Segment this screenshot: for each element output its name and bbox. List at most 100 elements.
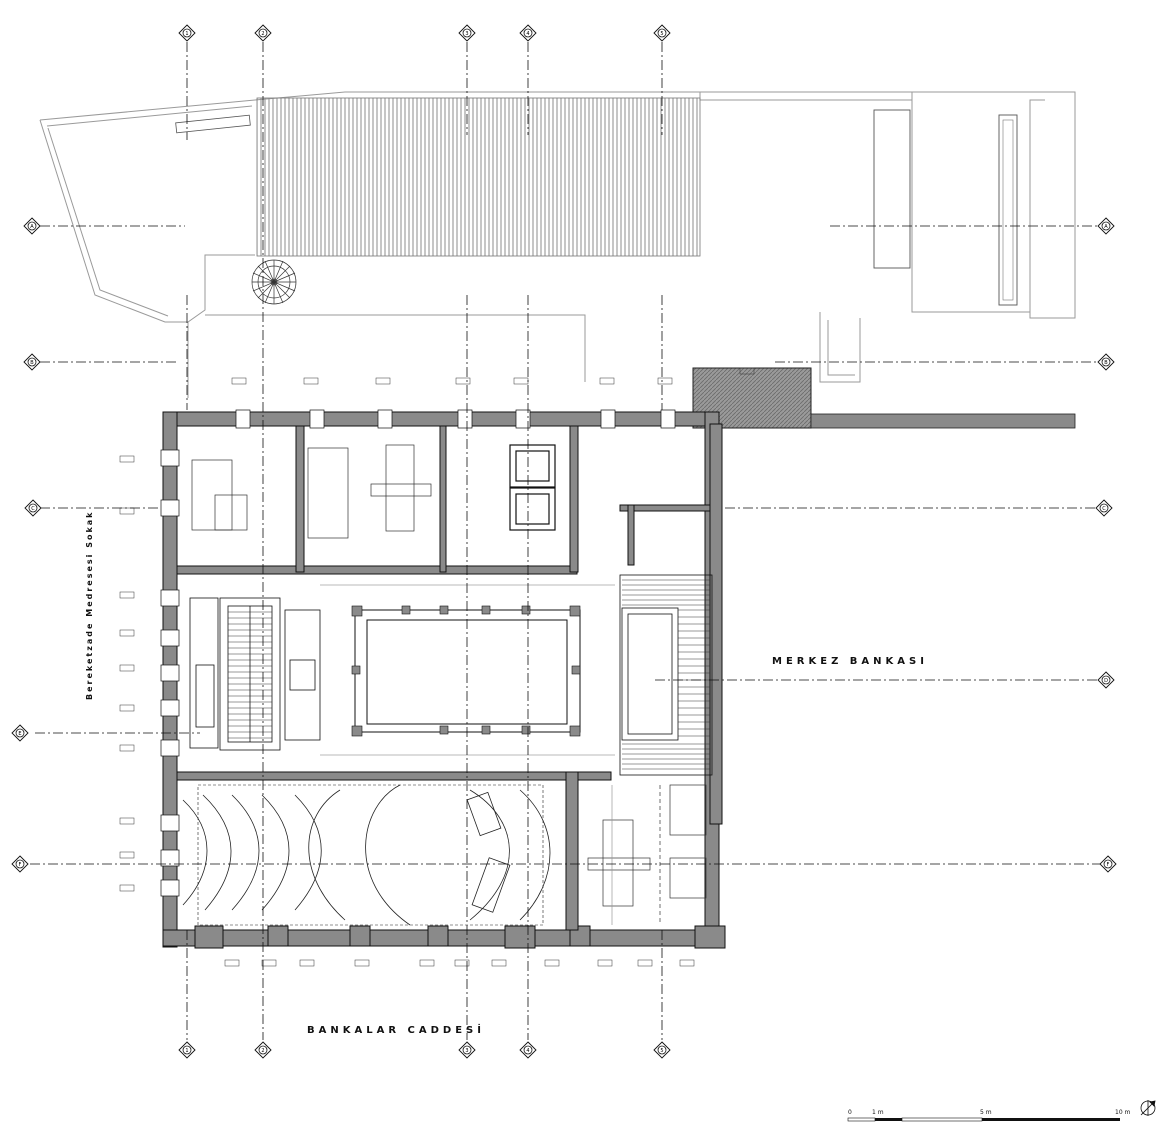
grid-marker-top: 3 bbox=[458, 24, 476, 42]
stair-treads bbox=[228, 611, 272, 739]
room-tag bbox=[119, 507, 135, 515]
grid-marker-right: C bbox=[1095, 499, 1113, 517]
room-tag bbox=[299, 959, 315, 967]
svg-text:A: A bbox=[30, 224, 34, 230]
grid-marker-bottom: 5 bbox=[653, 1041, 671, 1059]
svg-text:1: 1 bbox=[185, 1048, 188, 1054]
room-tag bbox=[599, 377, 615, 385]
svg-text:C: C bbox=[31, 506, 35, 512]
service-core bbox=[189, 597, 321, 749]
east-stair-treads bbox=[622, 579, 710, 770]
street-label-west: Bereketzade Medresesi Sokak bbox=[85, 511, 94, 701]
svg-text:2: 2 bbox=[261, 31, 264, 37]
skylight bbox=[873, 109, 911, 269]
north-arrow-icon bbox=[1140, 1100, 1156, 1116]
room-tag bbox=[119, 629, 135, 637]
room-tag bbox=[419, 959, 435, 967]
north-furniture bbox=[191, 444, 432, 539]
svg-text:D: D bbox=[1104, 678, 1108, 684]
room-tag bbox=[454, 959, 470, 967]
north-windows bbox=[235, 409, 676, 429]
scale-label-1m: 1 m bbox=[872, 1109, 884, 1116]
east-stair bbox=[619, 574, 713, 776]
neighbor-wall bbox=[810, 413, 1076, 429]
grid-marker-top: 4 bbox=[519, 24, 537, 42]
grid-marker-top: 2 bbox=[254, 24, 272, 42]
grid-marker-bottom: 2 bbox=[254, 1041, 272, 1059]
room-tag bbox=[119, 664, 135, 672]
room-tag bbox=[455, 377, 471, 385]
room-tag bbox=[231, 377, 247, 385]
grid-lines bbox=[30, 42, 1100, 1040]
room-tag bbox=[119, 884, 135, 892]
courtyard-columns bbox=[351, 605, 581, 737]
room-tag bbox=[491, 959, 507, 967]
room-tags bbox=[119, 367, 755, 967]
southeast-furniture bbox=[587, 784, 707, 925]
grid-marker-left: A bbox=[23, 217, 41, 235]
street-label-east: MERKEZ BANKASI bbox=[772, 656, 928, 667]
spiral-stair bbox=[251, 259, 297, 305]
grid-marker-top: 5 bbox=[653, 24, 671, 42]
svg-text:A: A bbox=[1104, 224, 1108, 230]
room-tag bbox=[303, 377, 319, 385]
room-tag bbox=[224, 959, 240, 967]
svg-text:2: 2 bbox=[261, 1048, 264, 1054]
grid-marker-right: B bbox=[1097, 353, 1115, 371]
svg-text:1: 1 bbox=[185, 31, 188, 37]
grid-marker-left: E bbox=[11, 724, 29, 742]
auditorium-stage bbox=[197, 784, 544, 926]
room-tag bbox=[354, 959, 370, 967]
room-tag bbox=[679, 959, 695, 967]
room-tag bbox=[119, 744, 135, 752]
main-stair bbox=[219, 597, 281, 751]
room-tag bbox=[739, 367, 755, 375]
room-tag bbox=[513, 377, 529, 385]
svg-text:4: 4 bbox=[526, 31, 529, 37]
west-windows bbox=[160, 449, 180, 897]
grid-marker-right: F bbox=[1099, 855, 1117, 873]
svg-text:3: 3 bbox=[465, 1048, 468, 1054]
grid-marker-left: C bbox=[24, 499, 42, 517]
room-tag bbox=[119, 455, 135, 463]
scale-bar: 0 1 m 5 m 10 m bbox=[847, 1109, 1131, 1122]
grid-marker-right: D bbox=[1097, 671, 1115, 689]
room-tag bbox=[261, 959, 277, 967]
room-tag bbox=[657, 377, 673, 385]
skylight bbox=[998, 114, 1018, 306]
room-tag bbox=[119, 704, 135, 712]
scale-label-5m: 5 m bbox=[980, 1109, 992, 1116]
room-tag bbox=[119, 851, 135, 859]
building-walls bbox=[162, 411, 726, 949]
scale-label-10m: 10 m bbox=[1115, 1109, 1131, 1116]
grid-marker-top: 1 bbox=[178, 24, 196, 42]
grid-marker-bottom: 1 bbox=[178, 1041, 196, 1059]
room-tag bbox=[544, 959, 560, 967]
terrace-outline bbox=[39, 91, 1076, 398]
room-tag bbox=[119, 817, 135, 825]
room-tag bbox=[375, 377, 391, 385]
svg-text:5: 5 bbox=[660, 1048, 663, 1054]
svg-text:F: F bbox=[1107, 862, 1110, 868]
auditorium-seating bbox=[182, 784, 551, 926]
grid-marker-left: F bbox=[11, 855, 29, 873]
grid-marker-left: B bbox=[23, 353, 41, 371]
street-label-south: BANKALAR CADDESİ bbox=[307, 1022, 485, 1036]
svg-text:5: 5 bbox=[660, 31, 663, 37]
grid-marker-bottom: 4 bbox=[519, 1041, 537, 1059]
svg-text:C: C bbox=[1102, 506, 1106, 512]
svg-text:B: B bbox=[1104, 360, 1108, 366]
skylight bbox=[175, 114, 251, 134]
svg-text:B: B bbox=[30, 360, 34, 366]
room-tag bbox=[637, 959, 653, 967]
svg-text:3: 3 bbox=[465, 31, 468, 37]
svg-text:4: 4 bbox=[526, 1048, 529, 1054]
svg-text:E: E bbox=[18, 731, 21, 737]
grid-marker-bottom: 3 bbox=[458, 1041, 476, 1059]
room-tag bbox=[119, 591, 135, 599]
room-tag bbox=[597, 959, 613, 967]
svg-text:F: F bbox=[19, 862, 22, 868]
scale-label-0: 0 bbox=[848, 1109, 852, 1116]
